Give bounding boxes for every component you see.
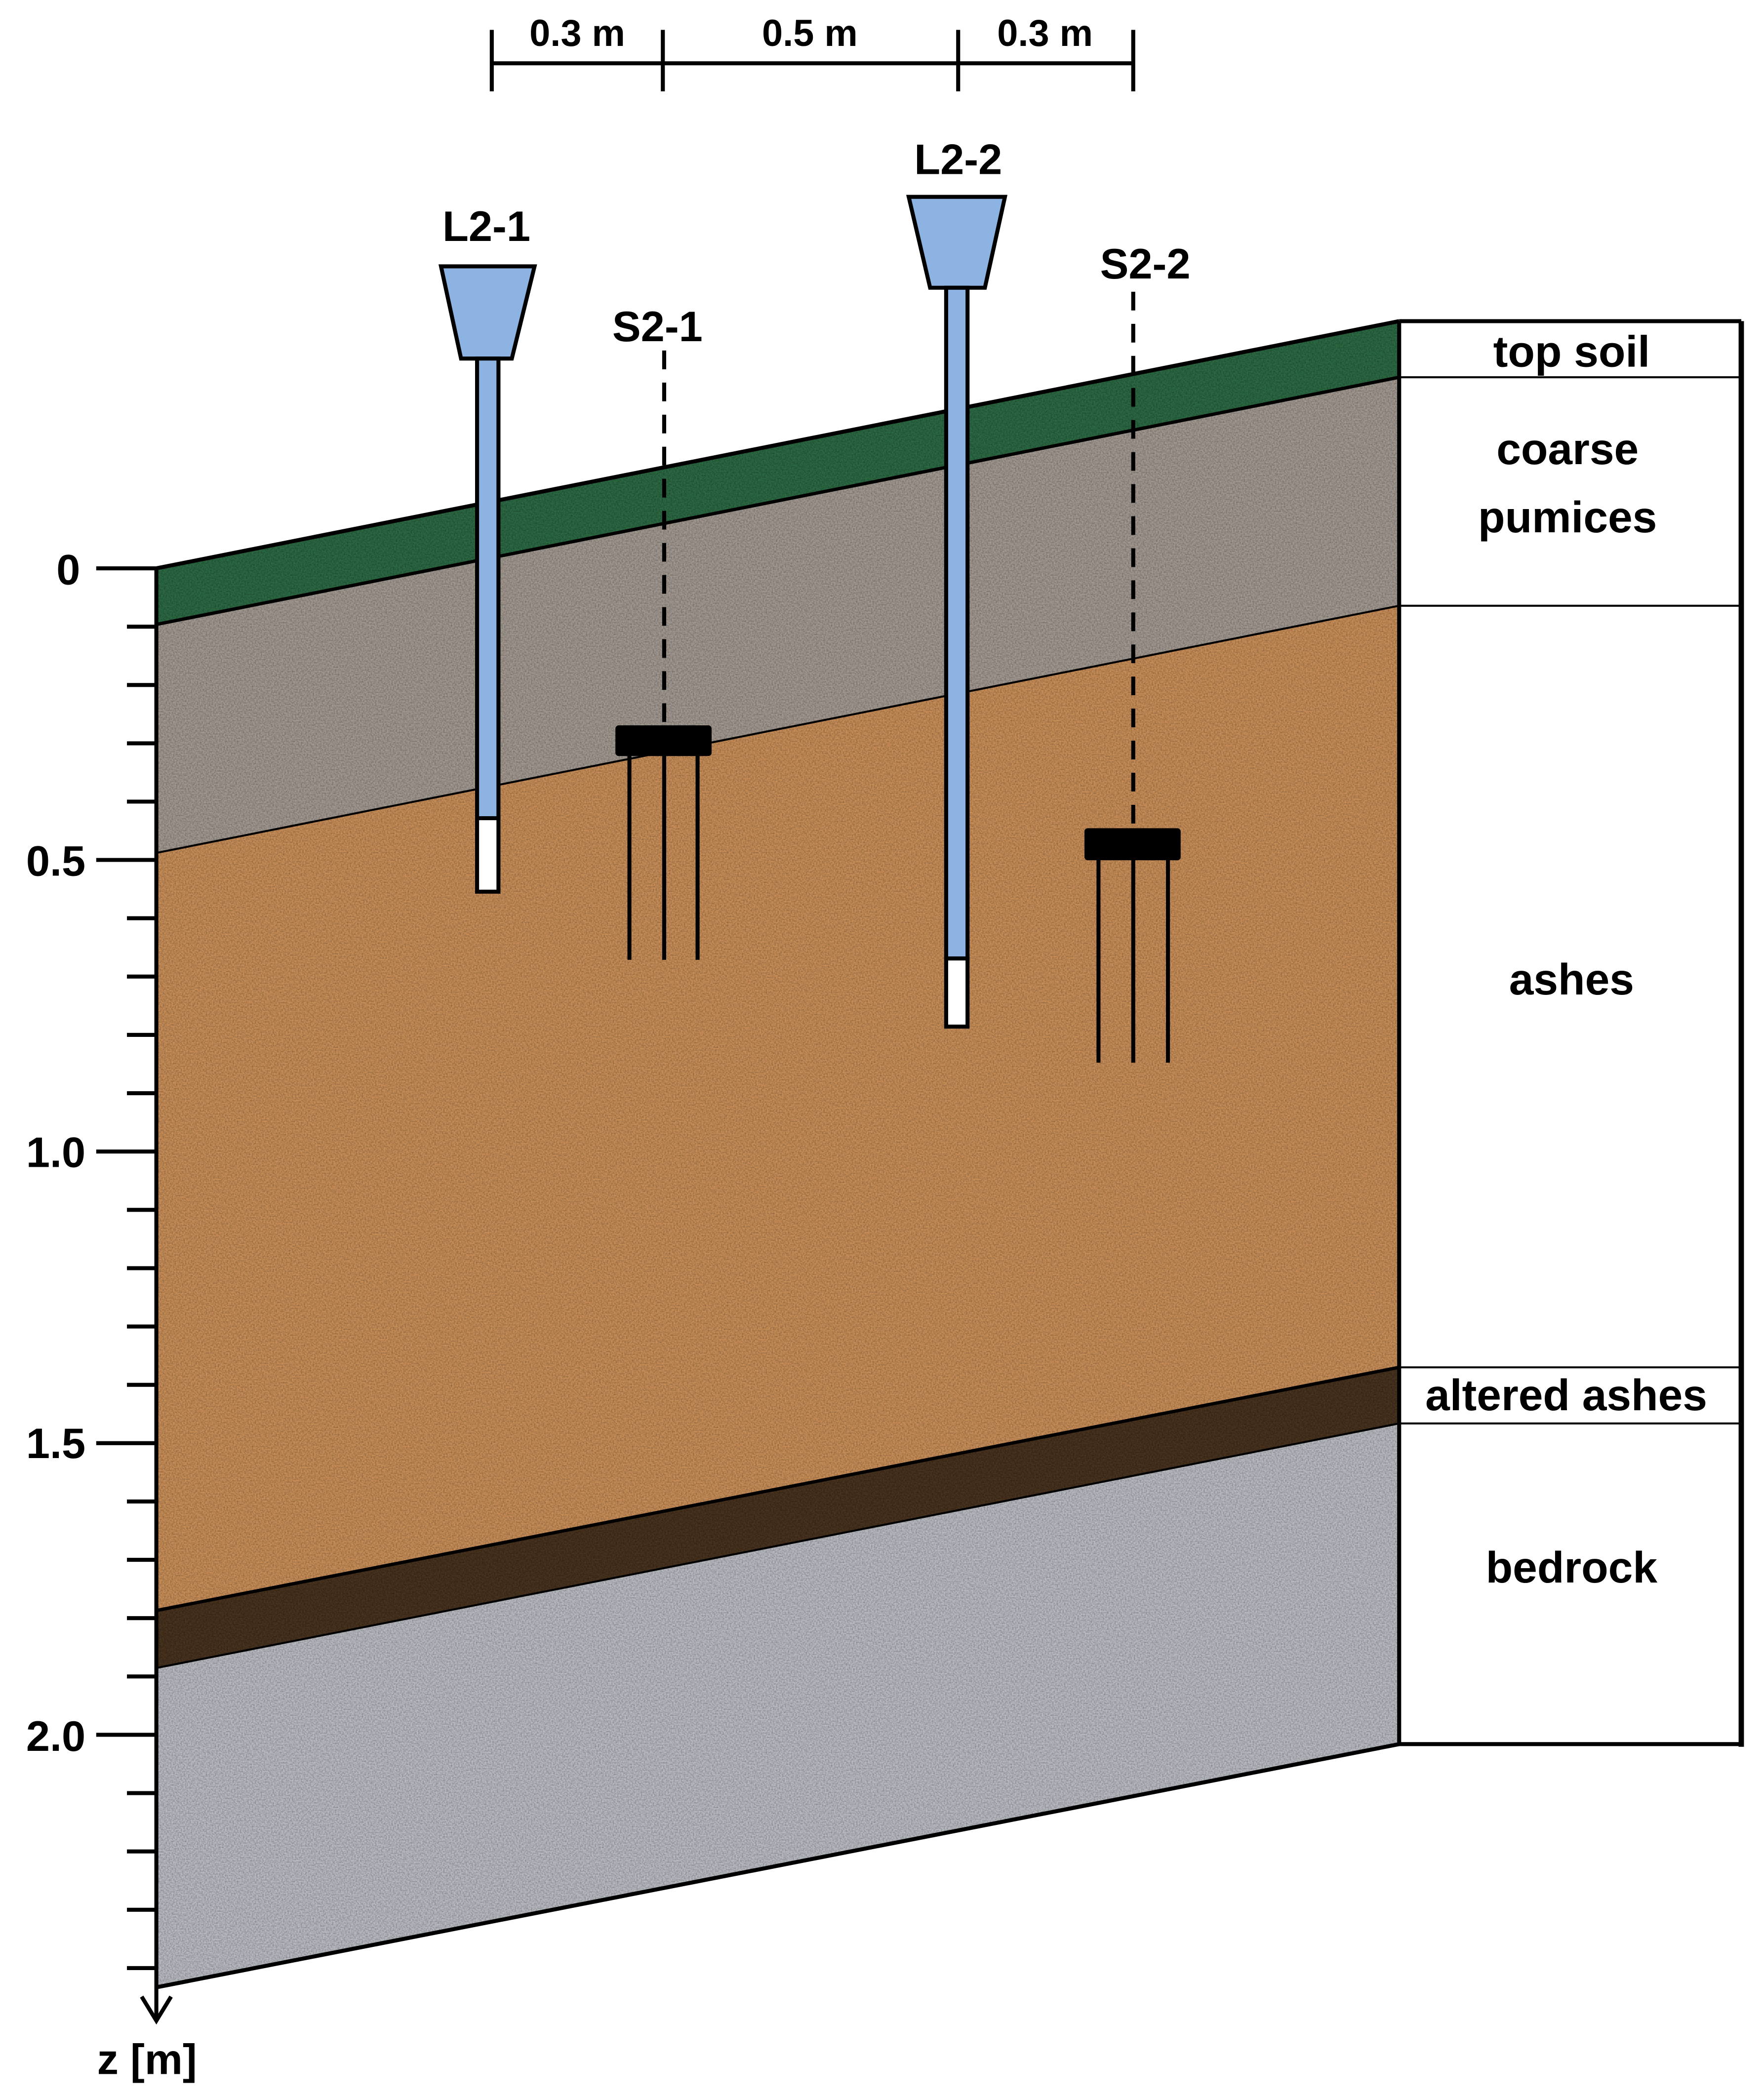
spacing-label-2: 0.5 m: [762, 12, 858, 54]
sensor-label-s2-2: S2-2: [1100, 240, 1191, 288]
legend-pumices: pumices: [1478, 492, 1657, 542]
tick-label-1.5: 1.5: [26, 1420, 85, 1467]
tick-label-1.0: 1.0: [26, 1129, 85, 1176]
sensor-s2-2: [1084, 291, 1181, 1063]
funnel-icon: [906, 195, 1008, 290]
spacing-label-1: 0.3 m: [529, 12, 625, 54]
legend-top-soil: top soil: [1493, 326, 1650, 376]
layer-altered-ashes: [156, 1367, 1400, 1668]
spacing-label-3: 0.3 m: [997, 12, 1093, 54]
soil-layers: [156, 321, 1400, 1987]
sensor-label-s2-1: S2-1: [612, 303, 703, 351]
tick-label-0.5: 0.5: [26, 837, 85, 885]
legend-altered-ashes: altered ashes: [1425, 1370, 1707, 1420]
depth-axis: [96, 566, 173, 2025]
funnel-icon: [438, 264, 537, 361]
sensor-s2-1: [615, 350, 712, 960]
legend-coarse: coarse: [1496, 424, 1639, 474]
layer-legend: top soil coarse pumices ashes altered as…: [1399, 319, 1744, 1747]
axis-label: z [m]: [97, 2036, 197, 2084]
lysimeter-l2-2: [906, 195, 1008, 1029]
lysimeter-label-l2-1: L2-1: [442, 203, 530, 250]
lysimeter-label-l2-2: L2-2: [914, 136, 1002, 184]
layer-coarse-pumices: [156, 377, 1400, 853]
tick-label-2.0: 2.0: [26, 1713, 85, 1760]
legend-bedrock: bedrock: [1486, 1542, 1658, 1592]
layer-bedrock: [156, 1423, 1400, 1987]
legend-ashes: ashes: [1509, 954, 1634, 1004]
layer-top-soil: [156, 321, 1400, 625]
layer-boundaries: [156, 319, 1402, 1989]
spacing-dimension: [489, 30, 1135, 91]
lysimeter-l2-1: [438, 264, 537, 894]
tick-label-0: 0: [56, 546, 80, 593]
